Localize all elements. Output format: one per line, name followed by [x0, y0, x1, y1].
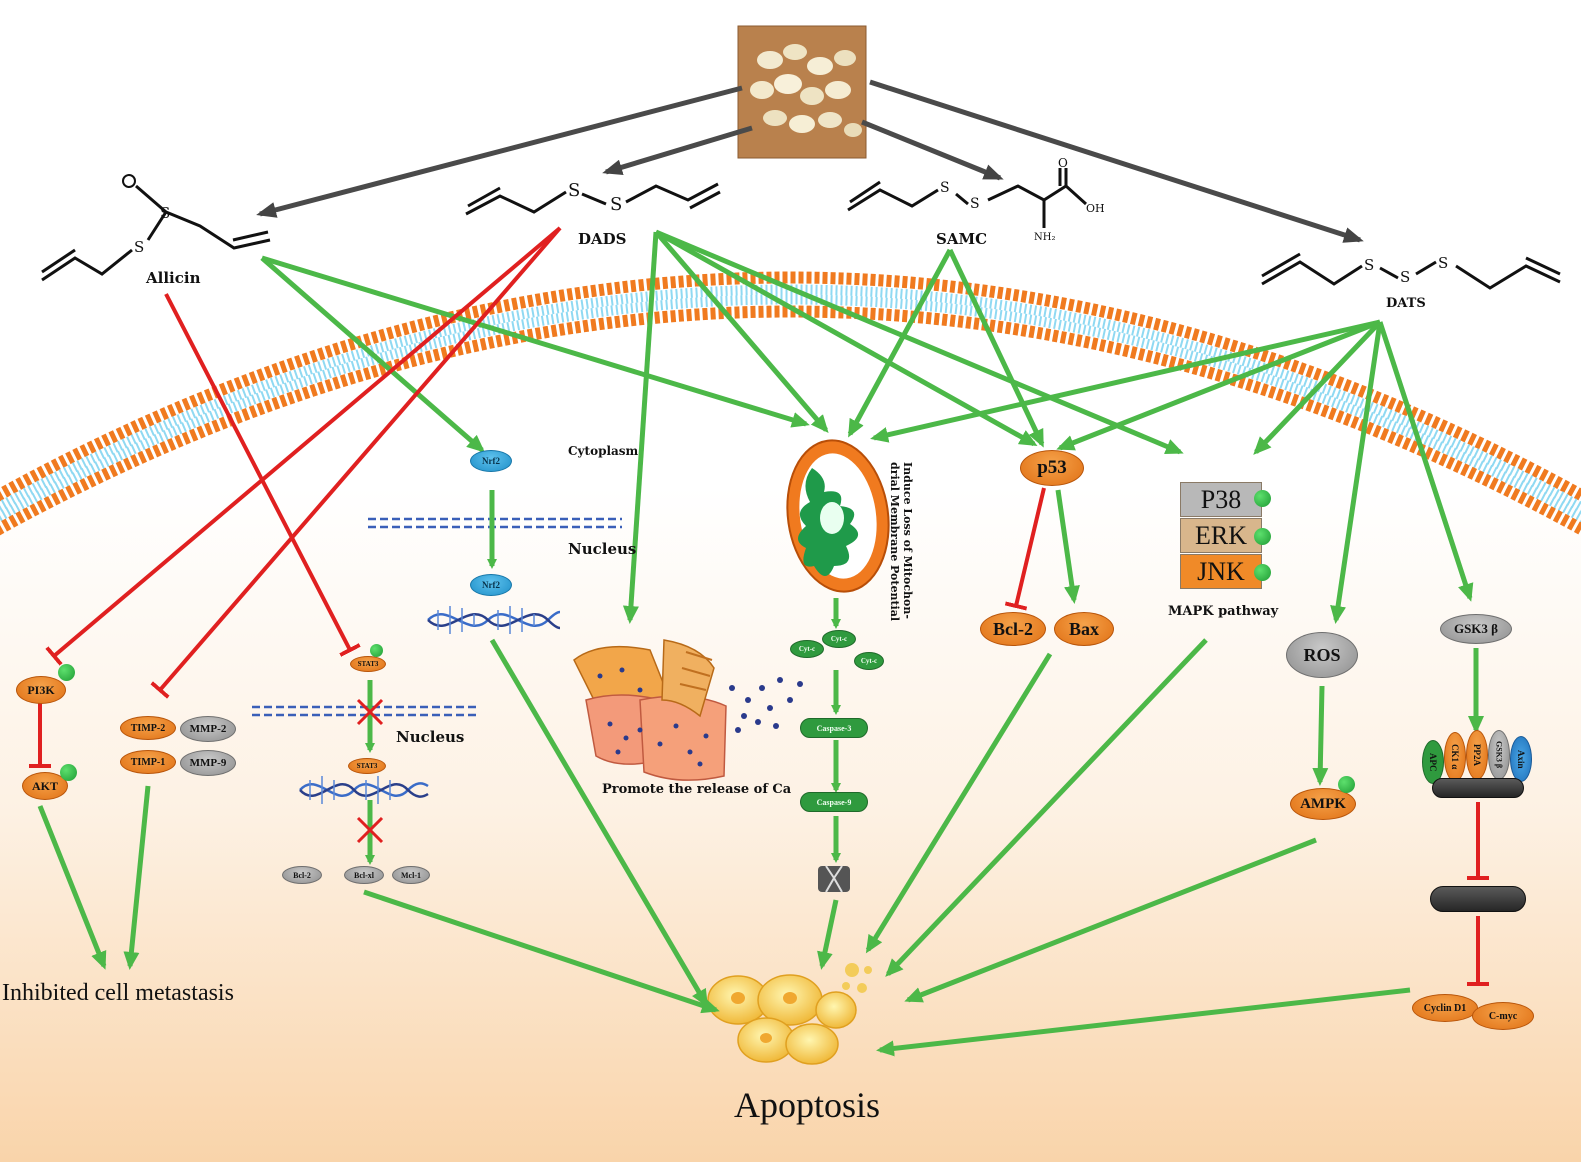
dats-s1: S — [1364, 256, 1375, 274]
dads-structure — [465, 182, 721, 216]
block-marks — [356, 698, 384, 844]
dats-label: DATS — [1386, 296, 1426, 311]
apoptotic-cells — [707, 963, 872, 1065]
beta-catenin-node — [1430, 886, 1526, 912]
akt-node: AKT — [22, 772, 68, 800]
inhibited-metastasis-label: Inhibited cell metastasis — [2, 980, 234, 1006]
mmp2-node: MMP-2 — [180, 716, 236, 742]
mmp9-node: MMP-9 — [180, 750, 236, 776]
allicin-o-dot — [122, 174, 136, 188]
caspase9-node: Caspase-9 — [800, 792, 868, 812]
dats-s2: S — [1400, 268, 1411, 286]
allicin-structure — [41, 184, 271, 282]
jnk-phospho-dot — [1254, 564, 1271, 581]
pi3k-phospho-dot — [58, 664, 75, 681]
cytc-node-3: Cyt-c — [854, 652, 884, 670]
activation-arrows — [37, 229, 1484, 1057]
cleavage-symbol — [818, 865, 850, 893]
axin-node: Axin — [1510, 736, 1532, 782]
timp1-node: TIMP-1 — [120, 750, 176, 774]
samc-oh: OH — [1086, 202, 1105, 215]
source-arrows — [256, 79, 1364, 243]
endoplasmic-reticulum — [573, 639, 803, 781]
mapk-pathway-label: MAPK pathway — [1168, 604, 1279, 619]
apoptosis-label: Apoptosis — [734, 1085, 881, 1125]
p38-box: P38 — [1180, 482, 1262, 517]
mitochondrion — [786, 439, 890, 593]
inhibition-lines — [29, 226, 1489, 986]
cytoplasm-label: Cytoplasm — [568, 444, 639, 458]
dats-structure — [1261, 252, 1561, 290]
stat3-phospho-dot — [370, 644, 383, 657]
dna-helix-nrf2 — [427, 606, 561, 634]
nucleus-label-nrf2: Nucleus — [568, 540, 637, 558]
ampk-phospho-dot — [1338, 776, 1355, 793]
cmyc-node: C-myc — [1472, 1002, 1534, 1030]
dads-s2: S — [610, 194, 623, 215]
samc-nh2: NH₂ — [1034, 232, 1056, 243]
ros-node: ROS — [1286, 632, 1358, 678]
caspase3-node: Caspase-3 — [800, 718, 868, 738]
cyclin-d1-node: Cyclin D1 — [1412, 994, 1478, 1022]
pi3k-node: PI3K — [16, 676, 66, 704]
cytc-node-1: Cyt-c — [790, 640, 824, 658]
samc-structure — [847, 168, 1088, 228]
garlic-image — [737, 25, 867, 159]
samc-s2: S — [970, 196, 980, 212]
dads-s1: S — [568, 180, 581, 201]
nrf2-node-top: Nrf2 — [470, 450, 512, 472]
akt-phospho-dot — [60, 764, 77, 781]
gsk3b-small-node: GSK3 β — [1488, 730, 1510, 780]
samc-o: O — [1058, 156, 1068, 170]
erk-box: ERK — [1180, 518, 1262, 553]
p38-phospho-dot — [1254, 490, 1271, 507]
bax-node: Bax — [1054, 612, 1114, 646]
nrf2-node-nucleus: Nrf2 — [470, 574, 512, 596]
beta-catenin-complex-base — [1432, 778, 1524, 798]
jnk-box: JNK — [1180, 554, 1262, 589]
dna-helix-stat3 — [299, 776, 429, 804]
nucleus-label-stat3: Nucleus — [396, 728, 465, 746]
cytc-node-2: Cyt-c — [822, 630, 856, 648]
ck1a-node: CK1 α — [1444, 732, 1466, 782]
p53-node: p53 — [1020, 450, 1084, 486]
stat3-node-top: STAT3 — [350, 656, 386, 672]
promote-ca-label: Promote the release of Ca — [602, 782, 792, 797]
bclxl-node: Bcl-xl — [344, 866, 384, 884]
mito-caption: Induce Loss of Mitochon-drial Membrane P… — [888, 462, 914, 622]
mcl1-node: Mcl-1 — [392, 866, 430, 884]
pp2a-node: PP2A — [1466, 730, 1488, 780]
allicin-s1: S — [134, 238, 145, 256]
samc-label: SAMC — [936, 230, 988, 248]
stat3-node-mid: STAT3 — [348, 758, 386, 774]
gsk3b-node: GSK3 β — [1440, 614, 1512, 644]
ampk-node: AMPK — [1290, 788, 1356, 820]
erk-phospho-dot — [1254, 528, 1271, 545]
bcl2-small-node: Bcl-2 — [282, 866, 322, 884]
bcl2-node: Bcl-2 — [980, 612, 1046, 646]
allicin-s2: S — [160, 204, 171, 222]
timp2-node: TIMP-2 — [120, 716, 176, 740]
samc-s1: S — [940, 180, 950, 196]
dads-label: DADS — [578, 230, 627, 248]
allicin-label: Allicin — [146, 269, 201, 287]
dats-s3: S — [1438, 254, 1449, 272]
